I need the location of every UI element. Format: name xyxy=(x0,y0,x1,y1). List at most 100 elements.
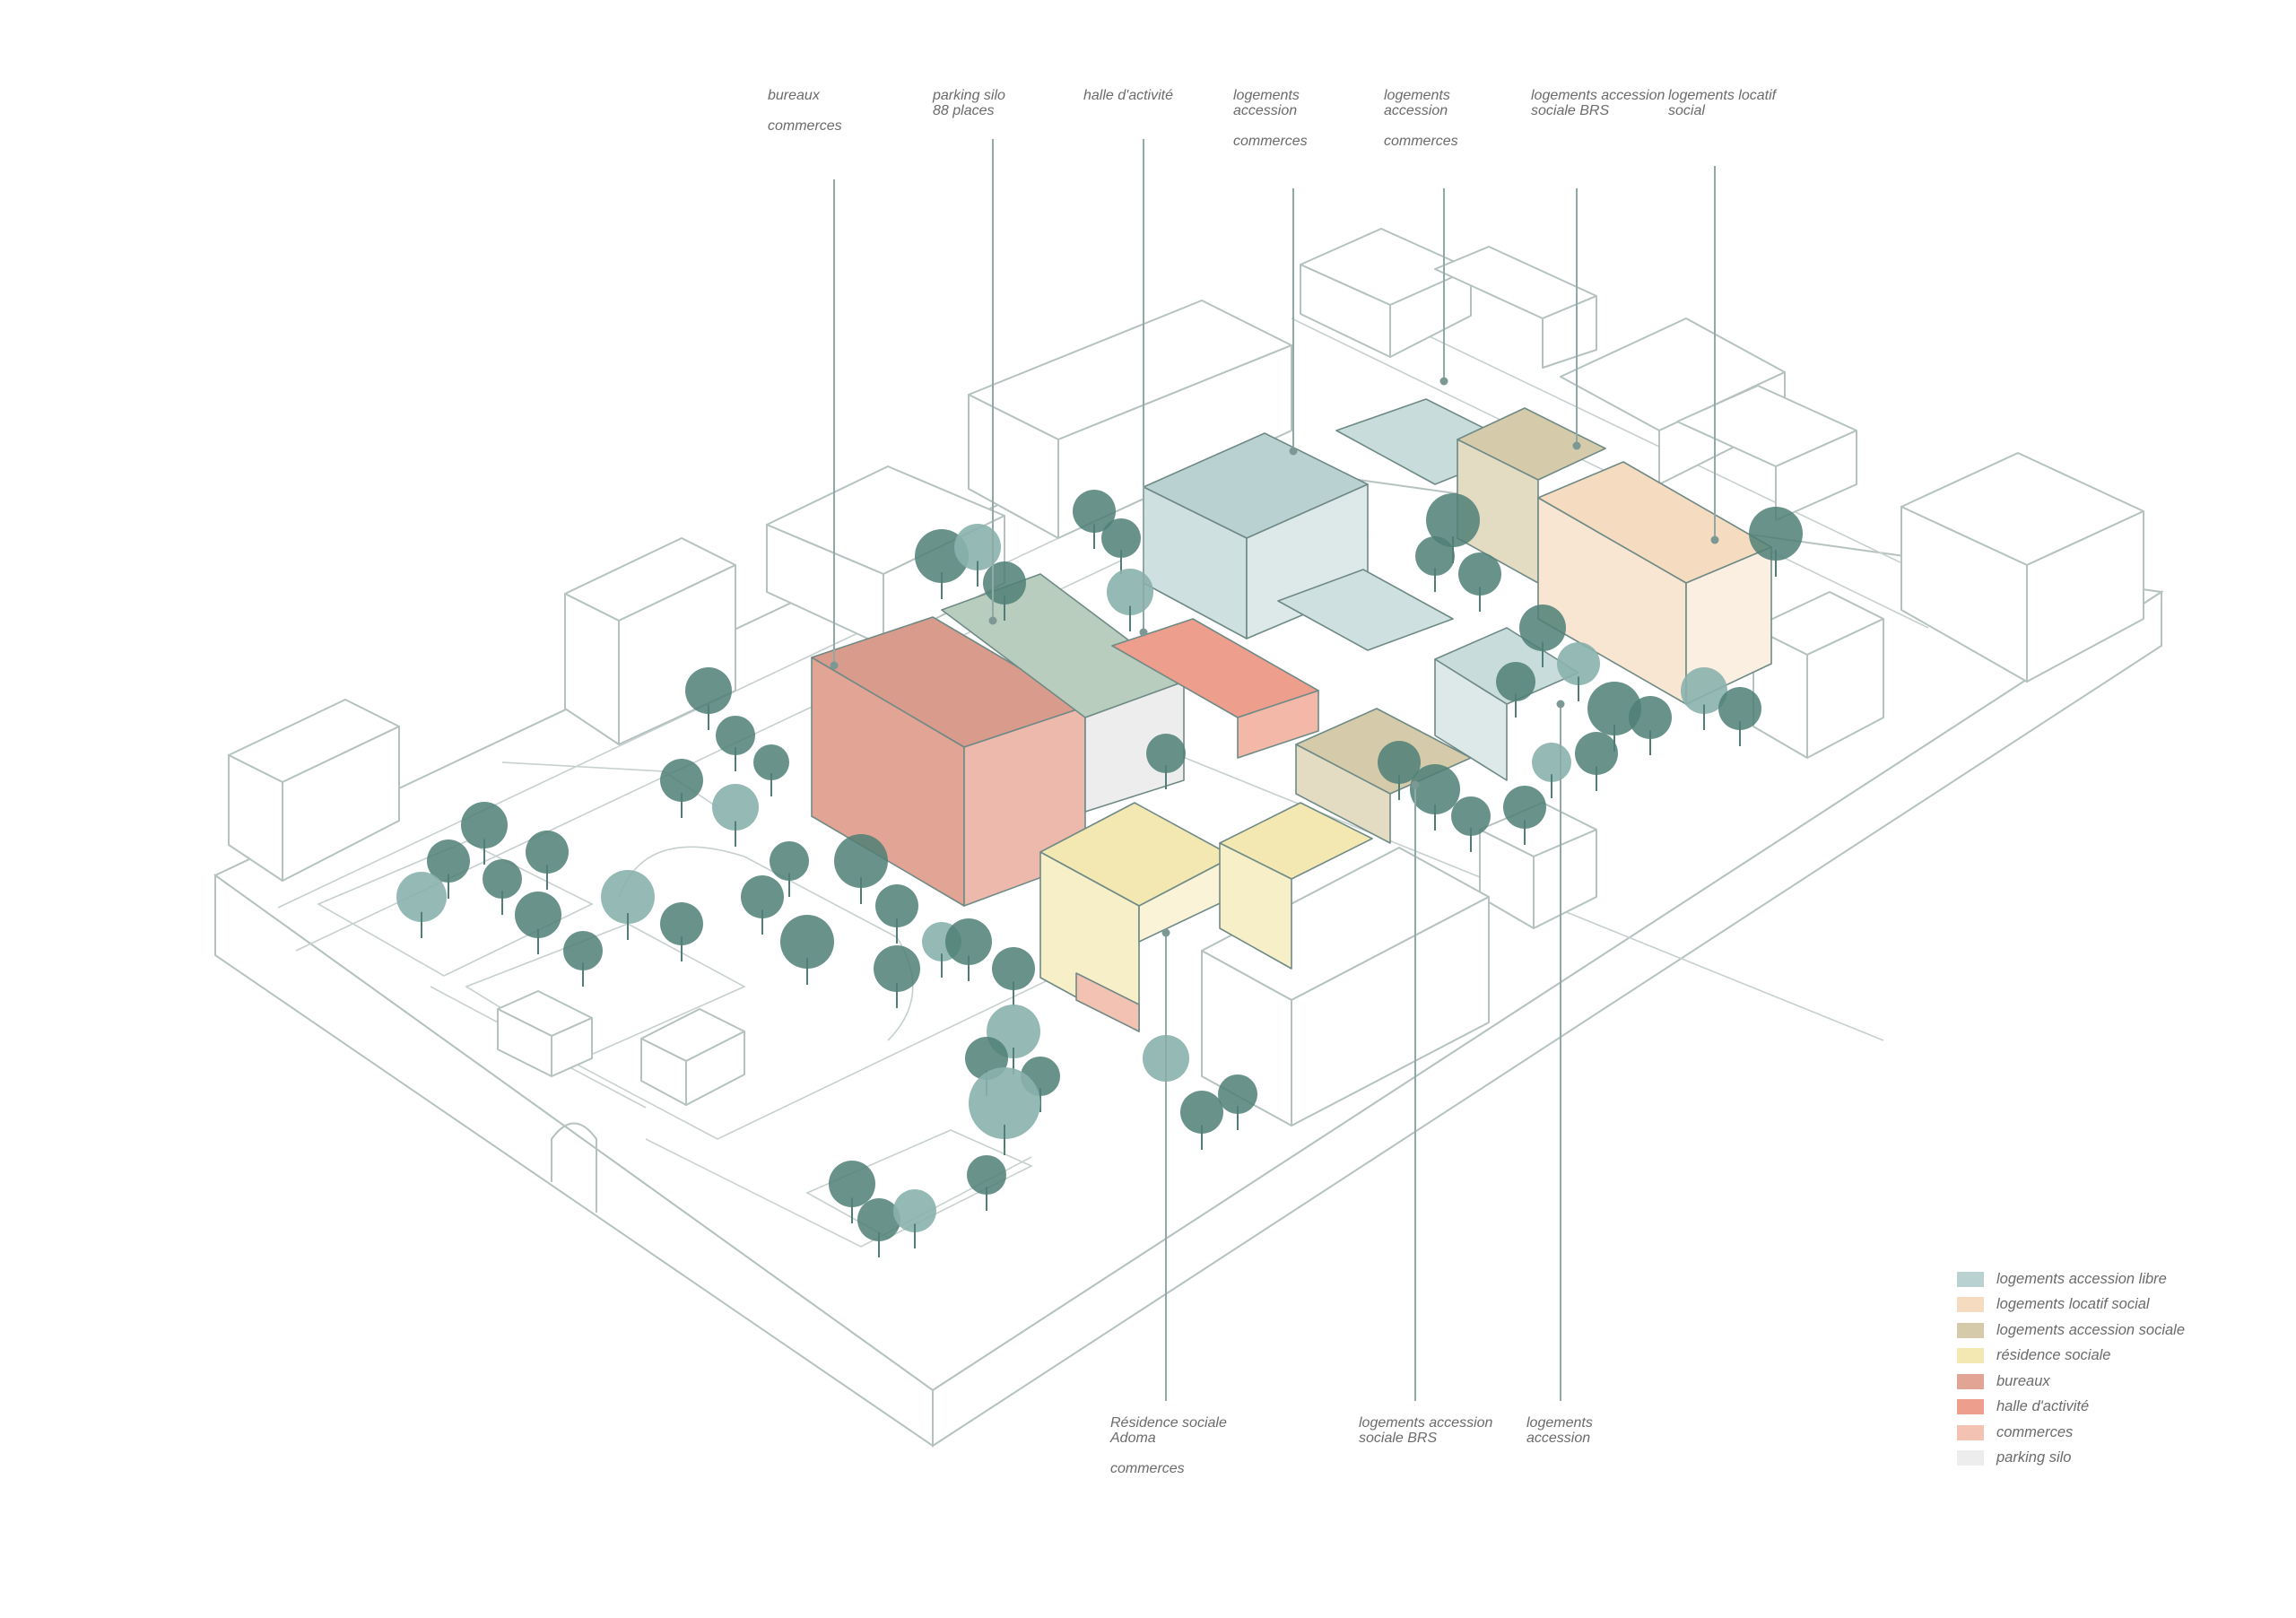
tree-canopy xyxy=(396,872,447,922)
tree-canopy xyxy=(1681,667,1727,714)
context-wall xyxy=(1806,618,1884,759)
tree-canopy xyxy=(992,947,1035,990)
legend-swatch xyxy=(1957,1348,1984,1364)
label-line: Adoma xyxy=(1110,1431,1156,1446)
tree-canopy xyxy=(515,892,561,938)
label-locatif-social: logements locatif social xyxy=(1668,88,1776,118)
label-sub: commerces xyxy=(768,118,842,134)
legend-swatch xyxy=(1957,1450,1984,1466)
legend-label: logements accession sociale xyxy=(1996,1321,2186,1338)
label-accession-sociale-brs-bottom: logements accession sociale BRS xyxy=(1359,1415,1492,1446)
tree-canopy xyxy=(967,1155,1006,1195)
tree-canopy xyxy=(1410,764,1460,814)
tree-canopy xyxy=(712,784,759,831)
label-line: sociale BRS xyxy=(1359,1431,1438,1446)
leader-dot xyxy=(1161,928,1170,937)
legend-item: halle d'activité xyxy=(1957,1395,2185,1421)
legend-label: logements accession libre xyxy=(1996,1270,2167,1287)
leader-dot xyxy=(1572,441,1581,450)
accession-low2-front xyxy=(1434,658,1508,781)
context-house xyxy=(2026,510,2144,683)
tree-canopy xyxy=(857,1198,900,1241)
tree-canopy xyxy=(874,945,920,992)
commerces-strip xyxy=(1075,972,1140,1032)
legend-item: bureaux xyxy=(1957,1369,2185,1395)
label-line: logements xyxy=(1526,1415,1593,1431)
halle-side xyxy=(1237,690,1319,759)
context-house xyxy=(1775,430,1857,521)
label-line: halle d'activité xyxy=(1083,88,1173,103)
legend-swatch xyxy=(1957,1322,1984,1338)
accession-low xyxy=(1277,569,1454,651)
leader-dot xyxy=(1289,447,1298,456)
tree-canopy xyxy=(770,841,809,881)
leader-dot xyxy=(1439,377,1448,386)
trees xyxy=(396,490,1803,1257)
legend-label: commerces xyxy=(1996,1423,2074,1440)
tree-canopy xyxy=(1073,490,1116,533)
tree-canopy xyxy=(893,1189,936,1232)
label-line: sociale BRS xyxy=(1531,103,1610,118)
pavilion xyxy=(685,1031,745,1106)
tree-canopy xyxy=(945,918,992,965)
tree-canopy xyxy=(1458,552,1501,596)
leader-dot xyxy=(1411,780,1420,789)
tree-canopy xyxy=(601,870,655,924)
legend-item: résidence sociale xyxy=(1957,1344,2185,1370)
leader-dot xyxy=(988,616,997,625)
tree-canopy xyxy=(1146,734,1186,773)
tree-canopy xyxy=(660,759,703,802)
pavilion xyxy=(551,1017,593,1077)
label-line: logements locatif xyxy=(1668,88,1777,103)
context-block xyxy=(1533,829,1597,929)
label-line: logements accession xyxy=(1531,88,1665,103)
street-curve xyxy=(618,846,914,1041)
label-parking-silo: parking silo 88 places xyxy=(933,88,1005,118)
legend-item: logements accession libre xyxy=(1957,1266,2185,1292)
label-line: social xyxy=(1668,103,1705,118)
tree-canopy xyxy=(1107,569,1153,615)
context-wall xyxy=(1057,344,1292,539)
tree-canopy xyxy=(741,875,784,918)
legend-swatch xyxy=(1957,1271,1984,1287)
tree-canopy xyxy=(1503,786,1546,829)
locatif-side xyxy=(1685,546,1772,705)
legend-swatch xyxy=(1957,1424,1984,1440)
label-line: 88 places xyxy=(933,103,995,118)
leader-dot xyxy=(1139,628,1148,637)
tree-canopy xyxy=(1180,1091,1223,1134)
label-line: Résidence sociale xyxy=(1110,1415,1227,1431)
legend-item: logements locatif social xyxy=(1957,1292,2185,1318)
tree-canopy xyxy=(834,834,888,888)
context-house xyxy=(1542,295,1597,369)
legend-item: commerces xyxy=(1957,1420,2185,1446)
label-line: logements xyxy=(1384,88,1450,103)
leader-dot xyxy=(1556,700,1565,709)
label-line: accession xyxy=(1384,103,1448,118)
parking-side xyxy=(1084,681,1185,813)
archway xyxy=(551,1122,597,1213)
legend-item: parking silo xyxy=(1957,1446,2185,1472)
tree-canopy xyxy=(1415,536,1455,576)
legend-swatch xyxy=(1957,1297,1984,1313)
tree-canopy xyxy=(1749,507,1803,561)
tree-canopy xyxy=(483,859,522,899)
tree-canopy xyxy=(1426,493,1480,547)
label-line: parking silo xyxy=(933,88,1005,103)
platform-front-right xyxy=(932,590,2162,1448)
square-plot xyxy=(317,840,594,977)
legend-swatch xyxy=(1957,1373,1984,1389)
tree-canopy xyxy=(461,802,508,848)
leader-dot xyxy=(1710,535,1719,544)
tree-canopy xyxy=(1629,696,1672,739)
legend-label: bureaux xyxy=(1996,1372,2050,1389)
tree-canopy xyxy=(660,902,703,945)
tree-canopy xyxy=(753,744,789,780)
tree-canopy xyxy=(829,1161,875,1207)
tree-canopy xyxy=(1496,662,1535,701)
label-line: accession xyxy=(1526,1431,1591,1446)
residence-wing-front xyxy=(1219,842,1292,970)
legend-item: logements accession sociale xyxy=(1957,1318,2185,1344)
context-wall xyxy=(282,726,400,882)
